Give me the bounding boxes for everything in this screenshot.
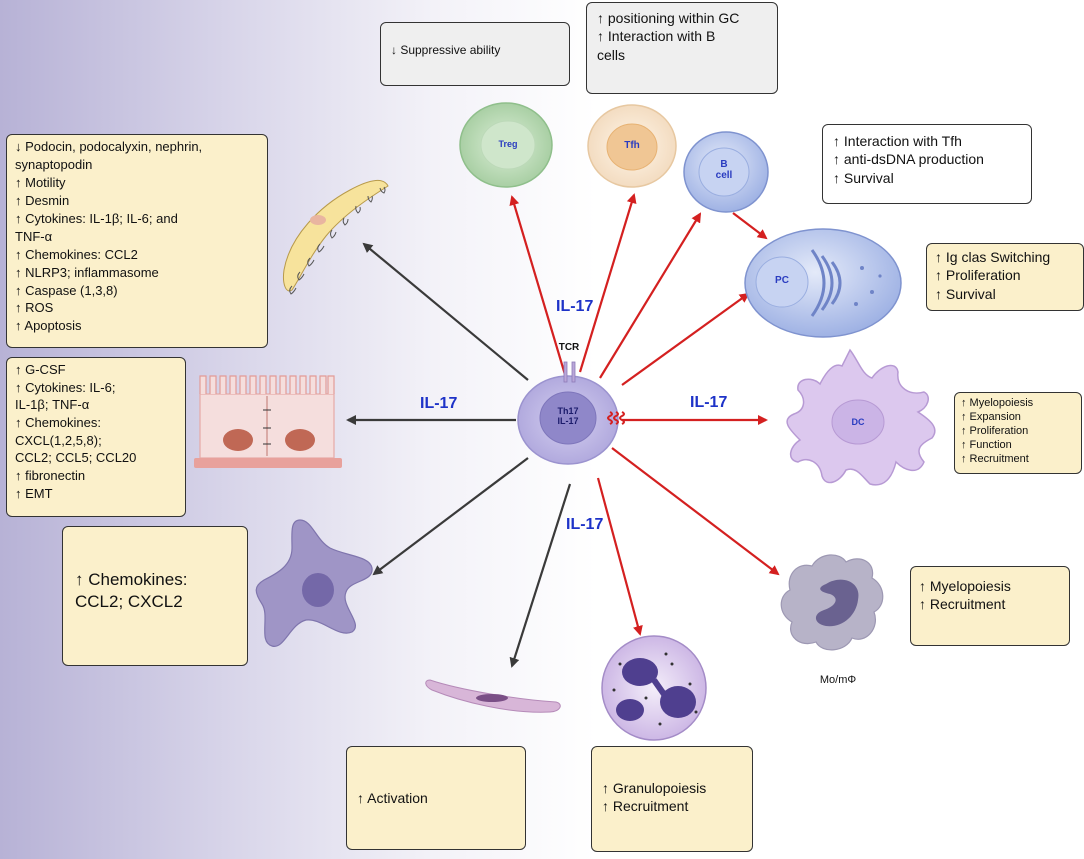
box-pc-effects: ↑ Ig clas Switching↑ Proliferation↑ Surv…	[926, 243, 1084, 311]
arrow-to-podocyte	[362, 242, 529, 381]
dark-arrows	[346, 242, 572, 668]
box-treg-effects: ↓ Suppressive ability	[380, 22, 570, 86]
arrow-to-treg	[509, 195, 568, 379]
arrow-to-pc	[621, 292, 750, 386]
box-activation: ↑ Activation	[346, 746, 526, 850]
box-neutrophil-effects: ↑ Granulopoiesis↑ Recruitment	[591, 746, 753, 852]
arrow-to-neutrophil	[596, 477, 643, 636]
tfh-cell	[587, 104, 677, 188]
il17-label-left: IL-17	[420, 395, 458, 412]
il17-label-right: IL-17	[690, 394, 728, 411]
monocyte-label: Mo/mΦ	[819, 674, 857, 686]
arrow-to-mono	[611, 447, 780, 576]
podocyte-cell	[283, 180, 389, 295]
il17-label-top: IL-17	[556, 298, 594, 315]
box-chemokines: ↑ Chemokines:CCL2; CXCL2	[62, 526, 248, 666]
box-tfh-effects: ↑ positioning within GC↑ Interaction wit…	[586, 2, 778, 94]
treg-label: Treg	[498, 139, 518, 149]
red-arrows	[509, 193, 780, 636]
th17-cell	[517, 361, 625, 465]
tcr-label: TCR	[558, 342, 580, 353]
box-dc-effects: ↑ Myelopoiesis↑ Expansion↑ Proliferation…	[954, 392, 1082, 474]
epithelial-cells	[194, 375, 342, 468]
box-epithelial-effects: ↑ G-CSF↑ Cytokines: IL-6;IL-1β; TNF-α↑ C…	[6, 357, 186, 517]
fibroblast-cell	[255, 519, 373, 647]
arrow-to-bcell	[599, 212, 702, 379]
arrow-to-fibroblast	[372, 457, 529, 576]
dendritic-cell	[786, 348, 936, 486]
il17-label-bottom: IL-17	[566, 516, 604, 533]
neutrophil	[601, 635, 707, 741]
arrow-to-mesangial	[509, 483, 572, 668]
box-bcell-effects: ↑ Interaction with Tfh↑ anti-dsDNA produ…	[822, 124, 1032, 204]
arrow-bcell-to-pc	[732, 212, 768, 240]
treg-cell	[459, 102, 553, 188]
arrow-to-tfh	[578, 193, 637, 373]
monocyte-macrophage	[780, 554, 884, 651]
tfh-label: Tfh	[624, 140, 640, 151]
box-podocyte-effects: ↓ Podocin, podocalyxin, nephrin,synaptop…	[6, 134, 268, 348]
pc-label: PC	[775, 275, 789, 286]
dc-label: DC	[851, 417, 865, 427]
b-cell	[683, 131, 769, 213]
plasma-cell	[744, 228, 902, 338]
box-monocyte-effects: ↑ Myelopoiesis↑ Recruitment	[910, 566, 1070, 646]
mesangial-cell	[425, 679, 561, 713]
